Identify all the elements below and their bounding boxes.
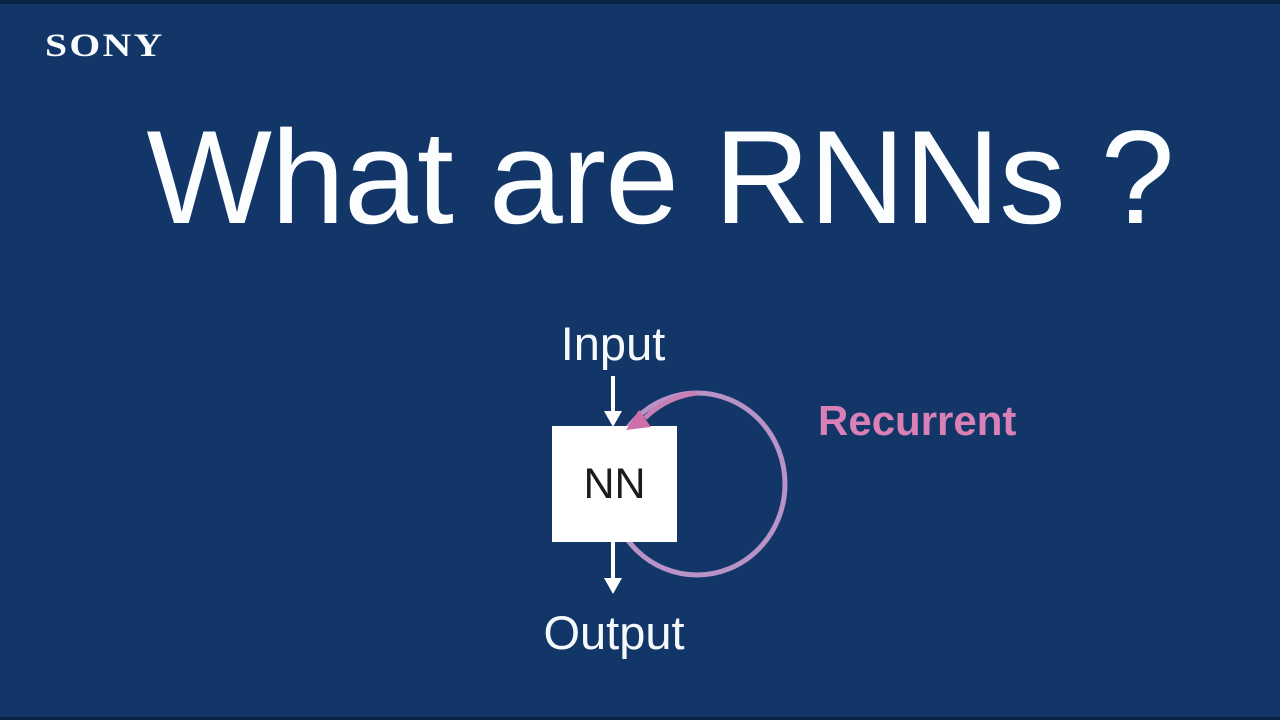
output-arrowhead-icon [604, 578, 622, 594]
bottom-edge-strip [0, 717, 1280, 720]
nn-node-box [552, 426, 677, 542]
page-title: What are RNNs ? [146, 104, 1174, 252]
sony-logo: SONY [45, 28, 165, 64]
input-label: Input [560, 317, 666, 370]
output-label: Output [543, 606, 685, 659]
rnn-diagram-graphics [552, 376, 788, 594]
recurrent-loop-arrow-curve [643, 390, 698, 420]
top-edge-strip [0, 0, 1280, 4]
input-arrowhead-icon [604, 411, 622, 427]
recurrent-loop-arrowhead-icon [626, 410, 651, 430]
recurrent-label: Recurrent [818, 397, 1017, 444]
nn-node-label: NN [583, 459, 646, 508]
